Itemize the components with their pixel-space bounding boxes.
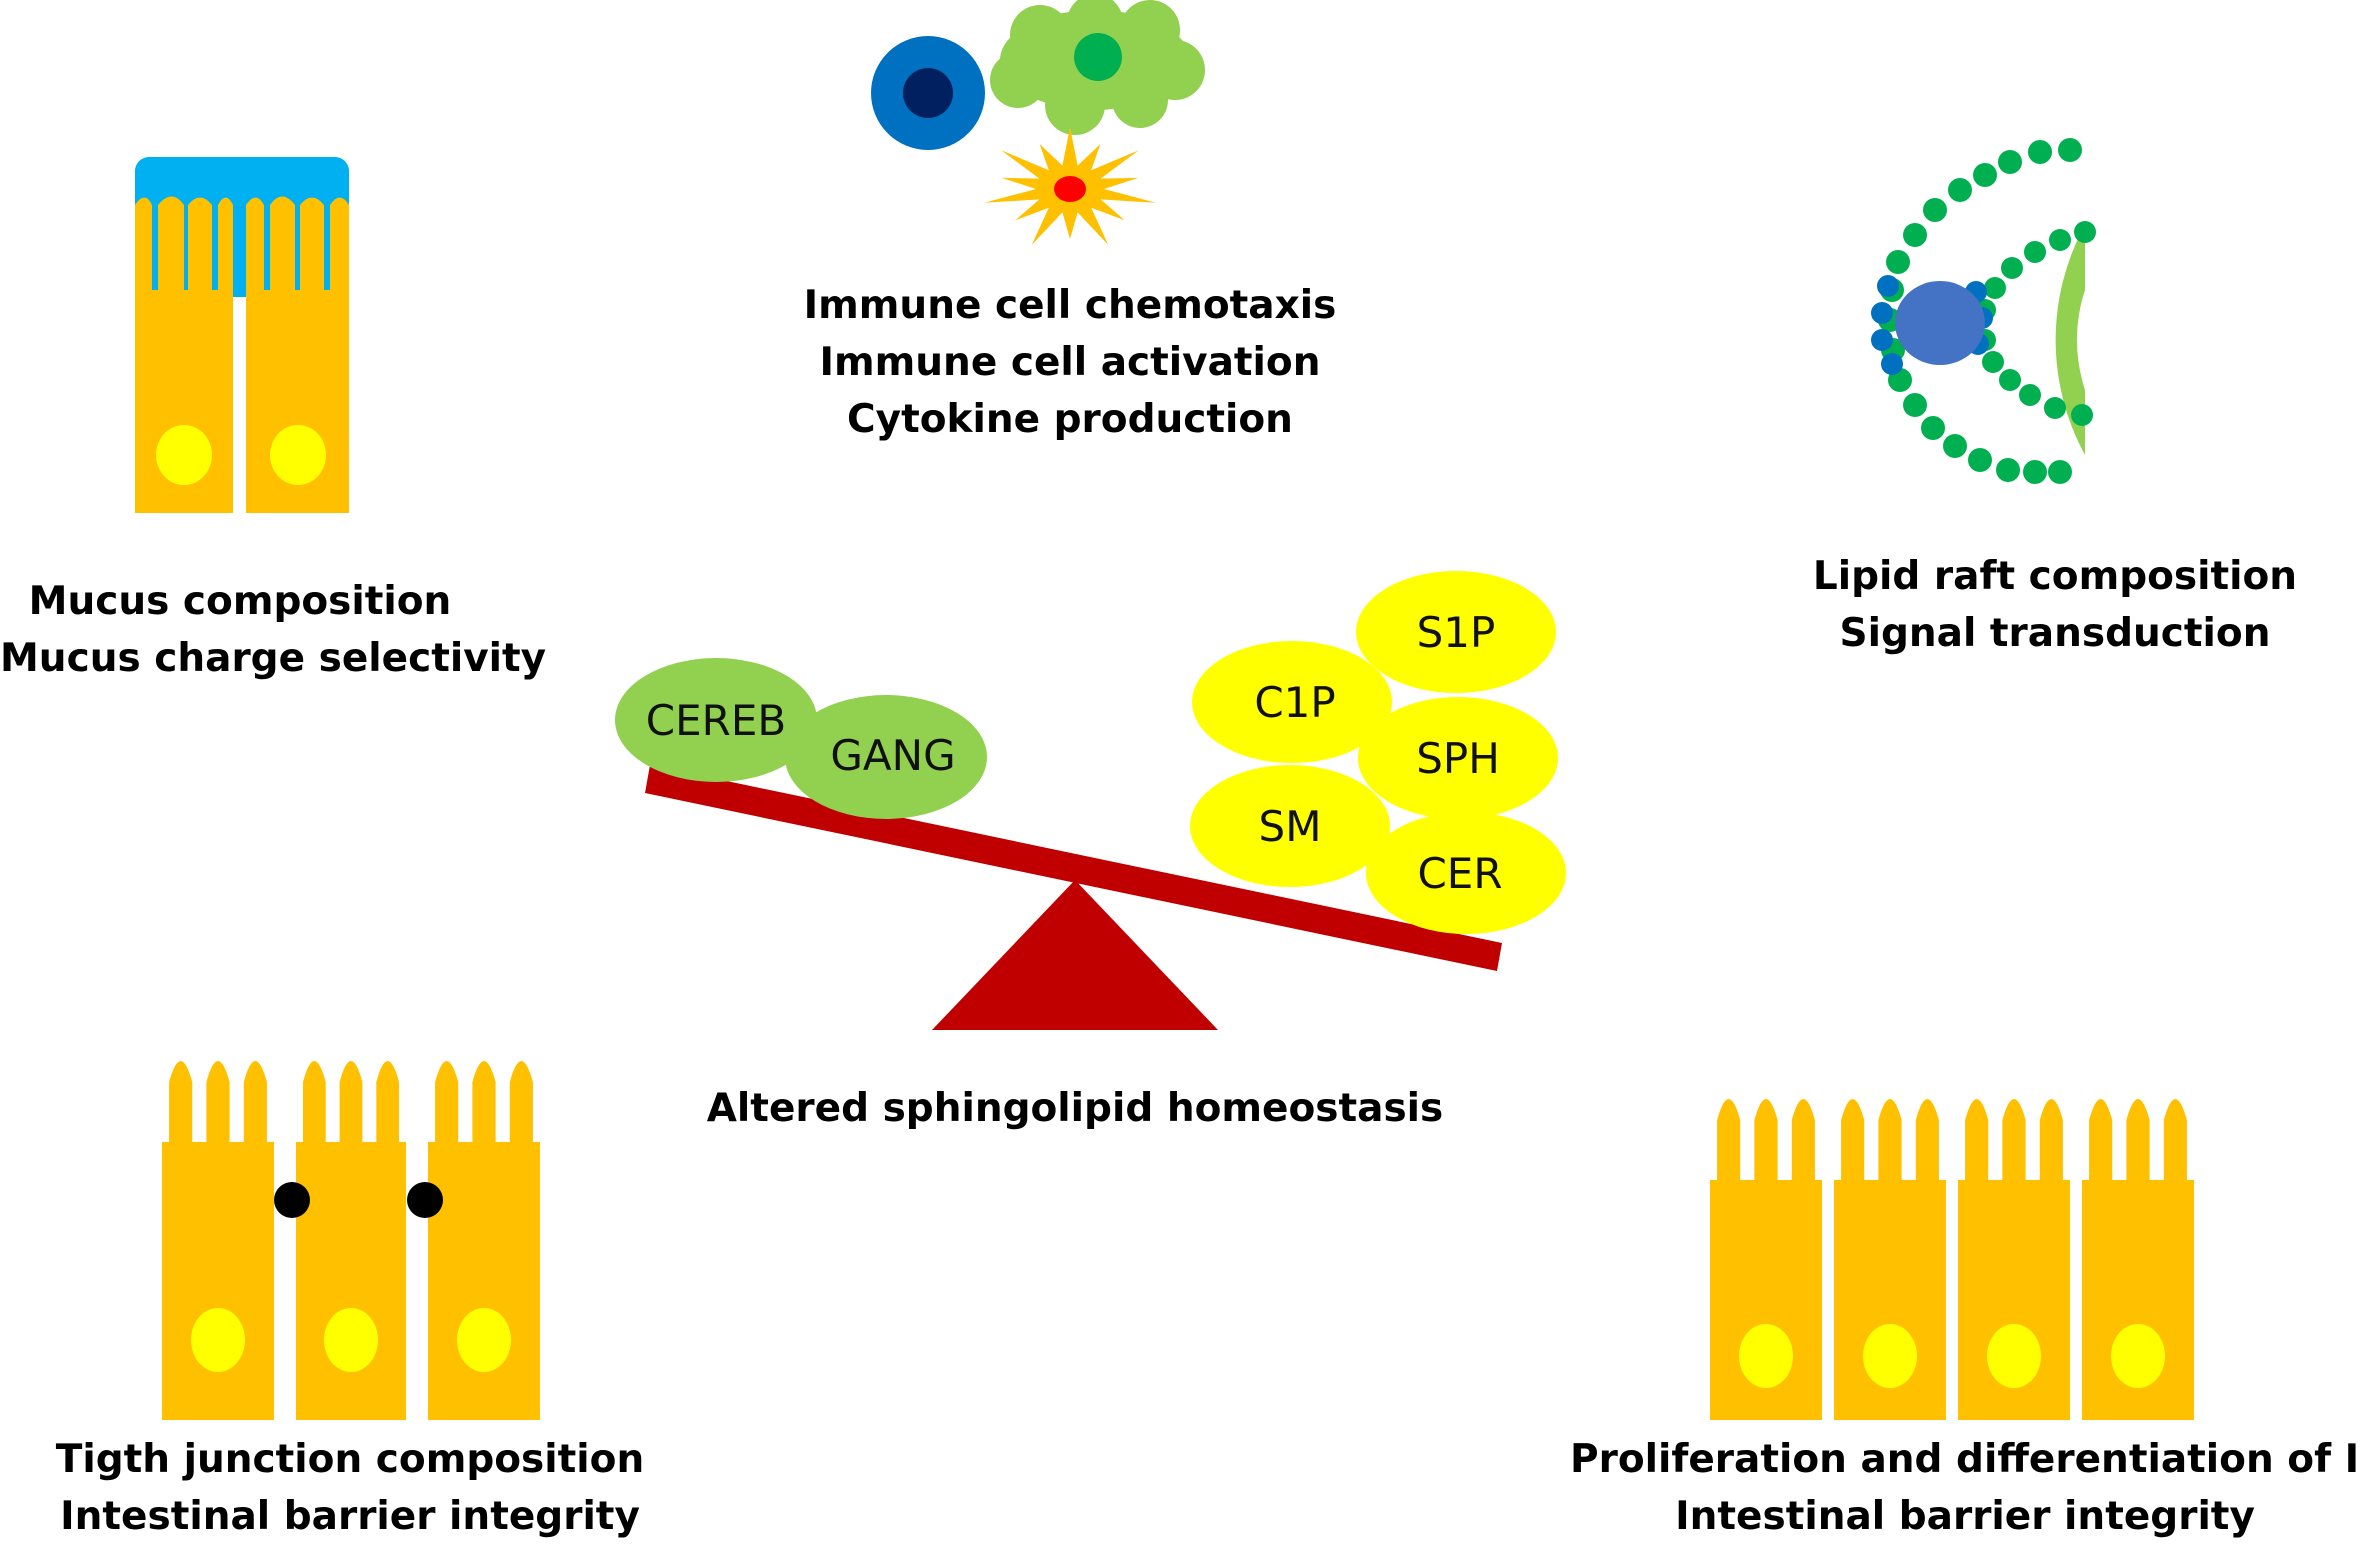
caption-line: Intestinal barrier integrity <box>1675 1494 2255 1539</box>
lipid-head <box>1923 198 1947 222</box>
lipid-head <box>2019 384 2041 406</box>
epithelial-cell <box>1958 1099 2070 1420</box>
lipid-head <box>1943 434 1967 458</box>
tight-junction-dot <box>274 1182 310 1218</box>
immune-cells-illustration <box>871 0 1205 245</box>
lipid-bubble-cer <box>1366 812 1566 934</box>
lipid-bubble-sph <box>1358 697 1558 819</box>
sphingolipid-seesaw: CEREB GANG S1P C1P SPH SM CER <box>615 571 1566 1030</box>
lipid-bubble-cereb <box>615 658 817 782</box>
cell-nucleus <box>191 1308 245 1372</box>
lipid-head <box>1948 178 1972 202</box>
lipid-bubble-c1p <box>1192 641 1392 763</box>
cell-nucleus <box>270 425 326 485</box>
macrophage-nucleus <box>1074 33 1122 81</box>
cell-nucleus <box>2111 1324 2165 1388</box>
lipid-head <box>1871 329 1893 351</box>
lipid-head <box>1982 351 2004 373</box>
caption-line: Mucus charge selectivity <box>0 636 547 681</box>
lipid-head <box>2048 460 2072 484</box>
lipid-label-cer: CER <box>1417 849 1502 898</box>
lipid-head <box>1999 369 2021 391</box>
lipid-head <box>1921 416 1945 440</box>
dendritic-cell-nucleus <box>1054 176 1086 202</box>
lipid-head <box>2074 221 2096 243</box>
caption-mucus: Mucus composition Mucus charge selectivi… <box>0 573 547 687</box>
caption-line: Mucus composition <box>28 579 452 624</box>
cell-nucleus <box>324 1308 378 1372</box>
lipid-label-gang: GANG <box>830 731 955 780</box>
lipid-head <box>1903 223 1927 247</box>
membrane-arc <box>2055 225 2085 455</box>
caption-line: Proliferation and differentiation of IEC… <box>1570 1437 2362 1482</box>
lipid-label-sm: SM <box>1259 802 1322 851</box>
lipid-head <box>2028 140 2052 164</box>
lipid-head <box>2024 241 2046 263</box>
lipid-label-cereb: CEREB <box>646 696 786 745</box>
epithelial-cell <box>296 1061 406 1420</box>
cell-nucleus <box>457 1308 511 1372</box>
epithelial-cell <box>428 1061 540 1420</box>
lipid-raft-illustration <box>1871 138 2096 484</box>
cell-body <box>162 1142 274 1420</box>
tight-junction-dot <box>407 1182 443 1218</box>
lipid-head <box>2058 138 2082 162</box>
lipid-label-sph: SPH <box>1416 734 1500 783</box>
lipid-head <box>1973 163 1997 187</box>
lipid-label-s1p: S1P <box>1417 608 1496 657</box>
caption-immune: Immune cell chemotaxis Immune cell activ… <box>770 277 1370 448</box>
cell-body <box>1834 1180 1946 1420</box>
cell-body <box>296 1142 406 1420</box>
lipid-head <box>1998 150 2022 174</box>
raft-protein <box>1895 281 1985 365</box>
lipid-head <box>1903 393 1927 417</box>
caption-line: Lipid raft composition <box>1812 554 2298 599</box>
epithelial-cell <box>1834 1099 1946 1420</box>
lipid-head <box>2023 460 2047 484</box>
caption-line: Immune cell chemotaxis <box>803 283 1337 328</box>
epithelial-cell <box>162 1061 274 1420</box>
caption-proliferation: Proliferation and differentiation of IEC… <box>1570 1431 2362 1545</box>
lipid-head <box>1877 275 1899 297</box>
mucus-cells-illustration <box>135 157 349 513</box>
lipid-head <box>1886 250 1910 274</box>
lipid-label-c1p: C1P <box>1254 678 1335 727</box>
tight-junction-illustration <box>162 1061 540 1420</box>
lipid-head <box>1968 448 1992 472</box>
lipid-head <box>1881 353 1903 375</box>
lymphocyte-nucleus <box>903 68 953 118</box>
cell-body <box>2082 1180 2194 1420</box>
caption-line: Immune cell activation <box>819 340 1321 385</box>
caption-line: Intestinal barrier integrity <box>60 1494 640 1539</box>
cell-nucleus <box>156 425 212 485</box>
caption-balance: Altered sphingolipid homeostasis <box>706 1086 1444 1131</box>
caption-line: Signal transduction <box>1839 611 2271 656</box>
lipid-head <box>2044 397 2066 419</box>
lipid-head <box>1996 458 2020 482</box>
lipid-head <box>2071 404 2093 426</box>
lipid-head <box>2001 257 2023 279</box>
lipid-bubble-s1p <box>1356 571 1556 693</box>
cell-body <box>1710 1180 1822 1420</box>
proliferation-illustration <box>1710 1099 2194 1420</box>
cell-nucleus <box>1863 1324 1917 1388</box>
cell-body <box>428 1142 540 1420</box>
caption-tight-junction: Tigth junction composition Intestinal ba… <box>40 1431 660 1545</box>
seesaw-fulcrum <box>932 880 1218 1030</box>
epithelial-cell <box>2082 1099 2194 1420</box>
lipid-bubble-gang <box>785 695 987 819</box>
lipid-head <box>1871 302 1893 324</box>
cell-body <box>1958 1180 2070 1420</box>
cell-nucleus <box>1987 1324 2041 1388</box>
lipid-head <box>2049 229 2071 251</box>
lipid-bubble-sm <box>1190 765 1390 887</box>
caption-line: Cytokine production <box>847 397 1293 442</box>
cell-nucleus <box>1739 1324 1793 1388</box>
caption-line: Tigth junction composition <box>55 1437 645 1482</box>
lipid-head <box>1984 277 2006 299</box>
epithelial-cell <box>1710 1099 1822 1420</box>
caption-lipid-raft: Lipid raft composition Signal transducti… <box>1780 548 2330 662</box>
